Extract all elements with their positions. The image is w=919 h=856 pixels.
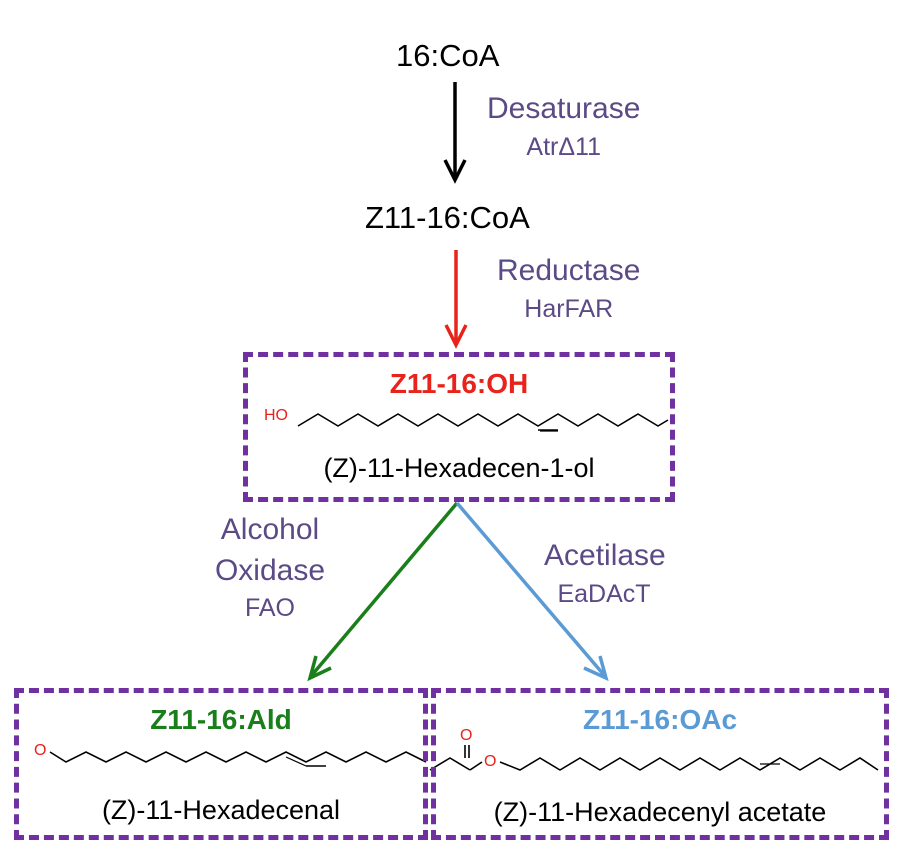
reductase-arrow xyxy=(444,250,468,349)
oxidase-gene: FAO xyxy=(244,594,295,622)
start-node-label: 16:CoA xyxy=(396,38,500,73)
aldehyde-box xyxy=(14,688,428,840)
oxidase-enzyme-line2: Oxidase xyxy=(214,553,326,587)
desaturase-label: Desaturase AtrΔ11 xyxy=(487,92,640,161)
aldehyde-structure xyxy=(49,751,427,767)
aldehyde-oxygen-label: O xyxy=(34,742,47,759)
acetylase-enzyme: Acetilase xyxy=(544,539,666,572)
alcohol-box xyxy=(243,352,675,502)
acetate-structure xyxy=(429,745,879,771)
desaturase-arrow xyxy=(443,82,467,184)
desaturase-gene: AtrΔ11 xyxy=(526,132,602,161)
acetate-code: Z11-16:OAc xyxy=(582,704,738,735)
desaturase-enzyme: Desaturase xyxy=(487,92,641,125)
acetylase-arrow xyxy=(455,501,609,682)
oxidase-enzyme-line1: Alcohol xyxy=(220,513,320,546)
alcohol-code: Z11-16:OH xyxy=(389,368,529,399)
acetylase-label: Acetilase EaDAcT xyxy=(544,539,666,608)
alcohol-name: (Z)-11-Hexadecen-1-ol xyxy=(323,453,595,483)
alcohol-structure xyxy=(297,413,669,432)
alcohol-hydroxyl-label: HO xyxy=(264,407,288,424)
acetate-carbonyl-oxygen-label: O xyxy=(460,727,473,744)
oxidase-label: Alcohol Oxidase FAO xyxy=(200,513,340,623)
aldehyde-code: Z11-16:Ald xyxy=(150,704,292,735)
acetate-box xyxy=(431,688,889,840)
intermediate-node-label: Z11-16:CoA xyxy=(365,200,530,235)
aldehyde-name: (Z)-11-Hexadecenal xyxy=(101,795,341,825)
reductase-label: Reductase HarFAR xyxy=(497,254,640,323)
acetate-ester-oxygen-label: O xyxy=(484,753,497,770)
reductase-enzyme: Reductase xyxy=(497,254,641,287)
acetate-name: (Z)-11-Hexadecenyl acetate xyxy=(493,797,827,827)
acetylase-gene: EaDAcT xyxy=(557,579,651,608)
oxidase-arrow xyxy=(307,501,459,682)
reductase-gene: HarFAR xyxy=(524,294,614,323)
